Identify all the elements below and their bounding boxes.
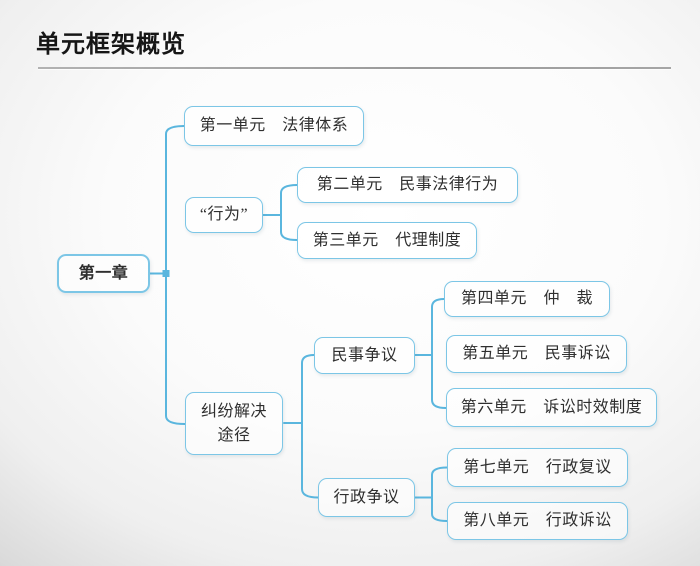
node-unit-1-legal-system: 第一单元 法律体系 <box>184 106 364 146</box>
node-unit-2-civil-legal-acts: 第二单元 民事法律行为 <box>297 167 518 203</box>
node-dispute-resolution: 纠纷解决 途径 <box>185 392 283 455</box>
node-unit-6-limitation-of-actions: 第六单元 诉讼时效制度 <box>446 388 657 427</box>
connector-main-trunk <box>165 125 186 425</box>
connector-dispute-trunk <box>301 354 319 499</box>
page-title: 单元框架概览 <box>36 31 186 58</box>
connector-civil-trunk <box>431 298 447 409</box>
node-unit-3-agency-system: 第三单元 代理制度 <box>297 222 477 259</box>
connector-behavior-trunk <box>280 184 298 241</box>
node-civil-dispute: 民事争议 <box>314 337 415 374</box>
node-behavior: “行为” <box>185 197 263 233</box>
node-chapter-1: 第一章 <box>57 254 150 293</box>
node-unit-7-admin-reconsideration: 第七单元 行政复议 <box>447 448 628 487</box>
node-admin-dispute: 行政争议 <box>318 478 415 517</box>
title-divider <box>38 67 671 69</box>
node-unit-4-arbitration: 第四单元 仲 裁 <box>444 281 610 317</box>
node-unit-8-admin-litigation: 第八单元 行政诉讼 <box>447 502 628 540</box>
connector-admin-trunk <box>431 466 448 522</box>
node-unit-5-civil-litigation: 第五单元 民事诉讼 <box>446 335 627 373</box>
